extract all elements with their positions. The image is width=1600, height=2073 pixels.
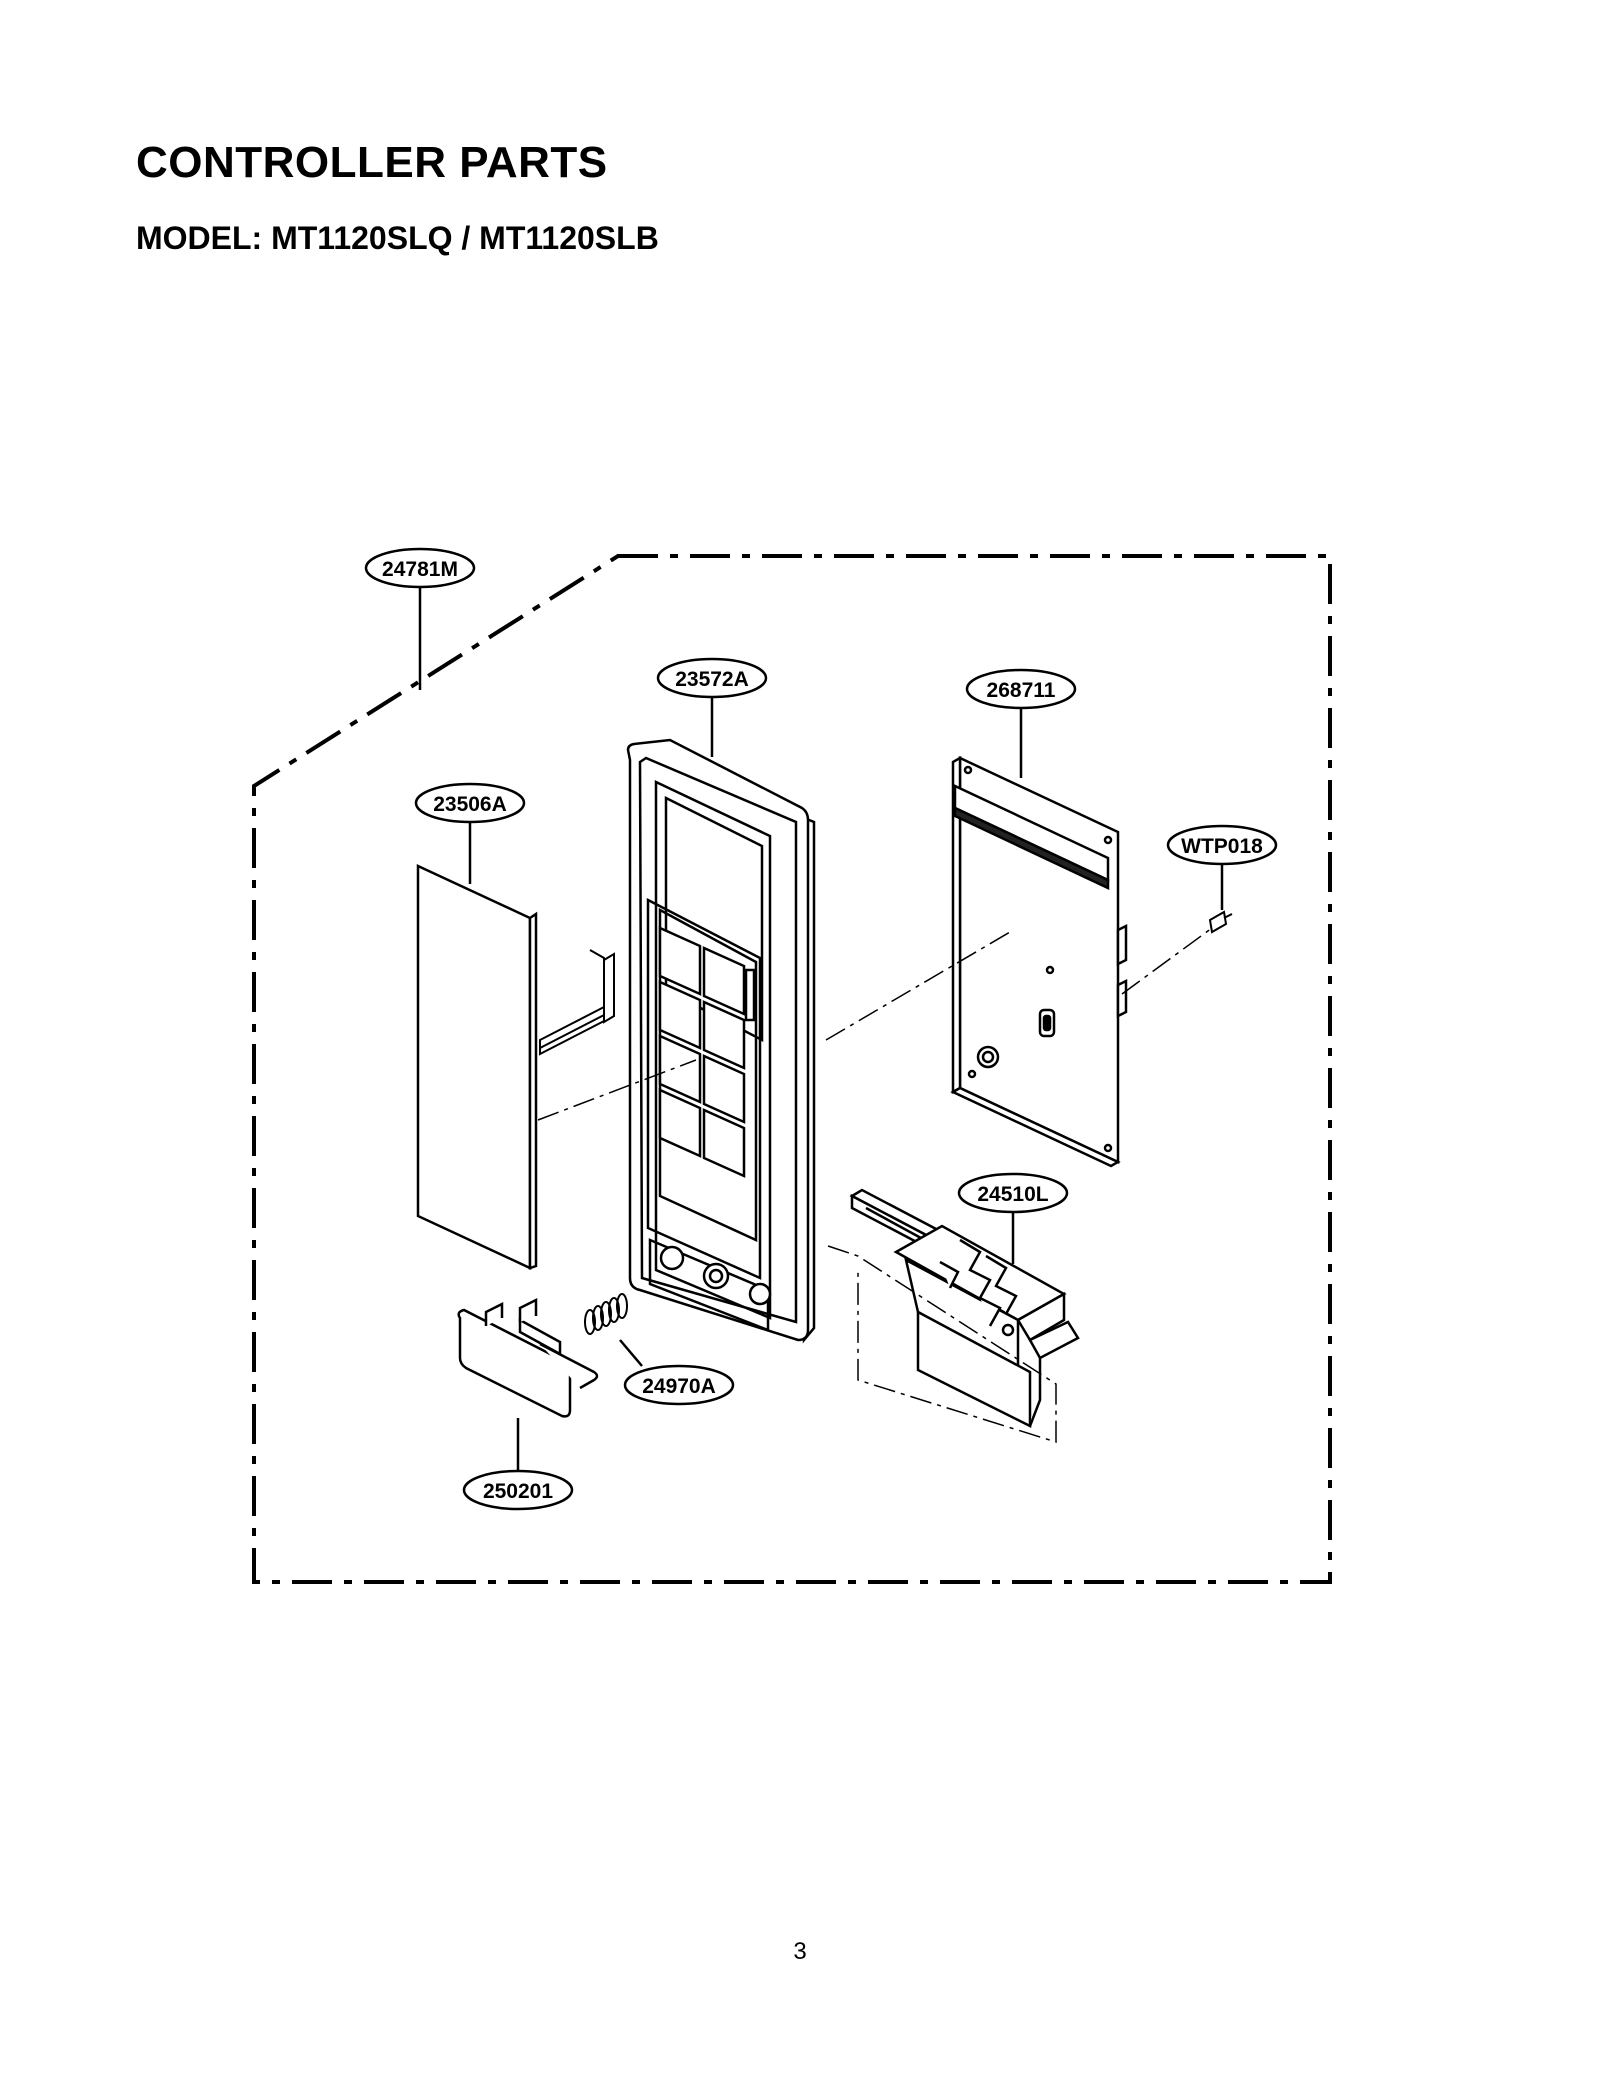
callout-label: 23506A (433, 793, 507, 816)
callout-label: 23572A (675, 668, 749, 691)
membrane-sheet (416, 864, 538, 1270)
callout-WTP018: WTP018 (1166, 824, 1278, 866)
callout-24781M: 24781M (364, 547, 476, 589)
callout-label: 250201 (483, 1480, 553, 1503)
callout-268711: 268711 (965, 668, 1077, 710)
assembly-guide-lines (537, 927, 1213, 1444)
callout-label: 268711 (987, 679, 1056, 702)
pcb-board (950, 755, 1128, 1168)
front-panel (626, 738, 816, 1344)
assembly-boundary (252, 554, 1332, 1584)
page-number: 3 (793, 1938, 807, 1965)
callout-23572A: 23572A (656, 657, 768, 699)
ribbon-cable (539, 949, 615, 1056)
page-title: CONTROLLER PARTS (136, 138, 608, 187)
model-subtitle: MODEL: MT1120SLQ / MT1120SLB (136, 220, 659, 256)
callout-label: 24510L (977, 1183, 1048, 1206)
leader-lines (418, 586, 1224, 1472)
spring-part (584, 1293, 628, 1335)
screw-part (1208, 910, 1233, 934)
door-button (457, 1297, 599, 1418)
keypad-grid (658, 926, 746, 1178)
callout-24970A: 24970A (623, 1364, 735, 1406)
latch-lever (849, 1188, 1080, 1429)
callout-label: WTP018 (1181, 835, 1263, 858)
callout-label: 24781M (382, 558, 458, 581)
callout-250201: 250201 (462, 1469, 574, 1511)
callout-24510L: 24510L (957, 1172, 1069, 1214)
callout-23506A: 23506A (414, 782, 526, 824)
callout-label: 24970A (642, 1375, 716, 1398)
